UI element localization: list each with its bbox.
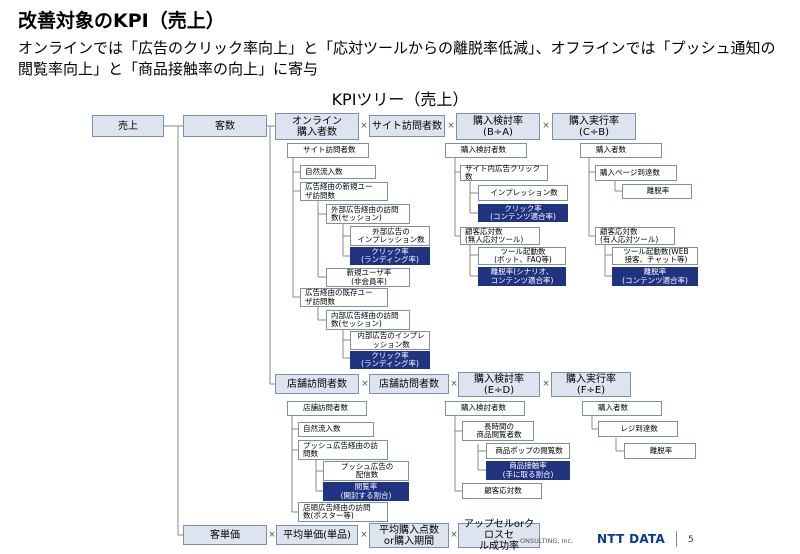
b-click-rate: クリック率 (コンテンツ適合率)	[478, 204, 568, 222]
purchase-exec-f-box: 購入実行率 (F÷E)	[551, 372, 631, 397]
multiply-icon: ×	[542, 121, 550, 131]
a-existing-user-visits: 広告経由の既存ユー ザ訪問数	[300, 288, 388, 307]
site-visitors-box: サイト訪問者数	[369, 115, 445, 137]
online-buyers-box: オンライン 購入者数	[275, 113, 359, 140]
b-purchase-considerers: 購入検討者数	[445, 143, 527, 158]
a-internal-click-rate: クリック率 (ランディング率)	[350, 351, 430, 369]
c-tool-launches: ツール起動数(WEB 接客、チャット等)	[612, 247, 698, 265]
a-internal-ad-visits: 内部広告経由の訪問 数(セッション)	[326, 310, 410, 330]
b-churn-rate: 離脱率(シナリオ、 コンテンツ適合率)	[478, 267, 566, 286]
multiply-icon: ×	[268, 530, 276, 540]
multiply-icon: ×	[447, 121, 455, 131]
d-natural-inflow: 自然流入数	[298, 422, 374, 437]
purchase-consider-e-box: 購入検討率 (E÷D)	[458, 372, 540, 397]
multiply-icon: ×	[542, 379, 550, 389]
store-visitors-box: 店舗訪問者数	[369, 374, 449, 394]
c-customer-service-manned: 顧客応対数 (有人応対ツール)	[595, 227, 675, 245]
page-number: 5	[688, 535, 694, 545]
a-internal-ad-impressions: 内部広告のインプレ ッション数	[350, 331, 430, 350]
e-pop-views: 商品ポップの閲覧数	[486, 443, 570, 459]
c-purchase-page-arrivals: 購入ページ到達数	[595, 165, 677, 181]
multiply-icon: ×	[450, 530, 458, 540]
c-churn-rate: 離脱率	[622, 184, 692, 199]
d-storefront-ad-visits: 店頭広告経由の訪問 数(ポスター等)	[298, 502, 388, 522]
footer-divider	[676, 531, 677, 547]
upsell-box: アップセルorクロスセ ル成功率	[458, 519, 540, 552]
multiply-icon: ×	[361, 379, 369, 389]
a-natural-inflow: 自然流入数	[300, 165, 376, 179]
a-external-ad-impressions: 外部広告の インプレッション数	[350, 226, 430, 246]
customers-box: 客数	[183, 115, 267, 137]
purchase-consider-b-box: 購入検討率 (B÷A)	[456, 113, 540, 140]
d-push-ad-visits: プッシュ広告経由の訪 問数	[298, 440, 388, 460]
unit-price-box: 客単価	[183, 525, 267, 545]
a-external-click-rate: クリック率 (ランディング率)	[350, 247, 430, 265]
a-new-user-rate: 新規ユーザ率 (非会員率)	[326, 268, 410, 287]
purchase-exec-c-box: 購入実行率 (C÷B)	[552, 113, 636, 140]
brand-logo: NTT DATA	[597, 532, 666, 546]
tree-title: KPIツリー（売上）	[331, 90, 469, 109]
c-churn-rate-content: 離脱率 (コンテンツ適合率)	[612, 267, 698, 286]
multiply-icon: ×	[360, 121, 368, 131]
f-churn-rate: 離脱率	[624, 443, 696, 459]
page-subtitle: オンラインでは「広告のクリック率向上」と「応対ツールからの離脱率低減」、オフライ…	[18, 39, 776, 78]
e-product-touch-rate: 商品接触率 (手に取る割合)	[486, 461, 570, 480]
b-impressions: インプレッション数	[478, 185, 568, 201]
multiply-icon: ×	[450, 379, 458, 389]
avg-qty-box: 平均購入点数 or購入期間	[369, 523, 449, 548]
b-tool-launches: ツール起動数 (ボット、FAQ等)	[478, 247, 566, 265]
d-view-rate: 閲覧率 (開封する割合)	[323, 482, 409, 501]
f-purchasers: 購入者数	[582, 401, 662, 416]
e-purchase-considerers: 購入検討者数	[445, 401, 525, 416]
e-long-stay-viewers: 長時間の 商品閲覧者数	[462, 421, 534, 441]
f-register-arrivals: レジ到達数	[598, 421, 678, 437]
avg-price-box: 平均単価(単品)	[276, 525, 358, 545]
b-site-ad-clicks: サイト内広告クリック数	[460, 164, 548, 181]
d-store-visitors: 店舗訪問者数	[287, 401, 367, 416]
c-purchasers: 購入者数	[580, 143, 662, 158]
a-site-visitors: サイト訪問者数	[287, 143, 369, 158]
b-customer-service-unmanned: 顧客応対数 (無人応対ツール)	[460, 227, 540, 245]
sales-box: 売上	[92, 115, 164, 137]
a-external-ad-visits: 外部広告経由の訪問 数(セッション)	[326, 204, 410, 224]
multiply-icon: ×	[360, 530, 368, 540]
copyright-text: ONSULTING, Inc.	[520, 537, 574, 545]
a-new-user-visits: 広告経由の新規ユー ザ訪問数	[300, 182, 388, 201]
page-title: 改善対象のKPI（売上）	[18, 10, 225, 32]
d-push-ad-deliveries: プッシュ広告の 配信数	[323, 461, 409, 481]
e-customer-service: 顧客応対数	[462, 483, 542, 499]
store-buyers-box: 店舗訪問者数	[275, 374, 359, 394]
